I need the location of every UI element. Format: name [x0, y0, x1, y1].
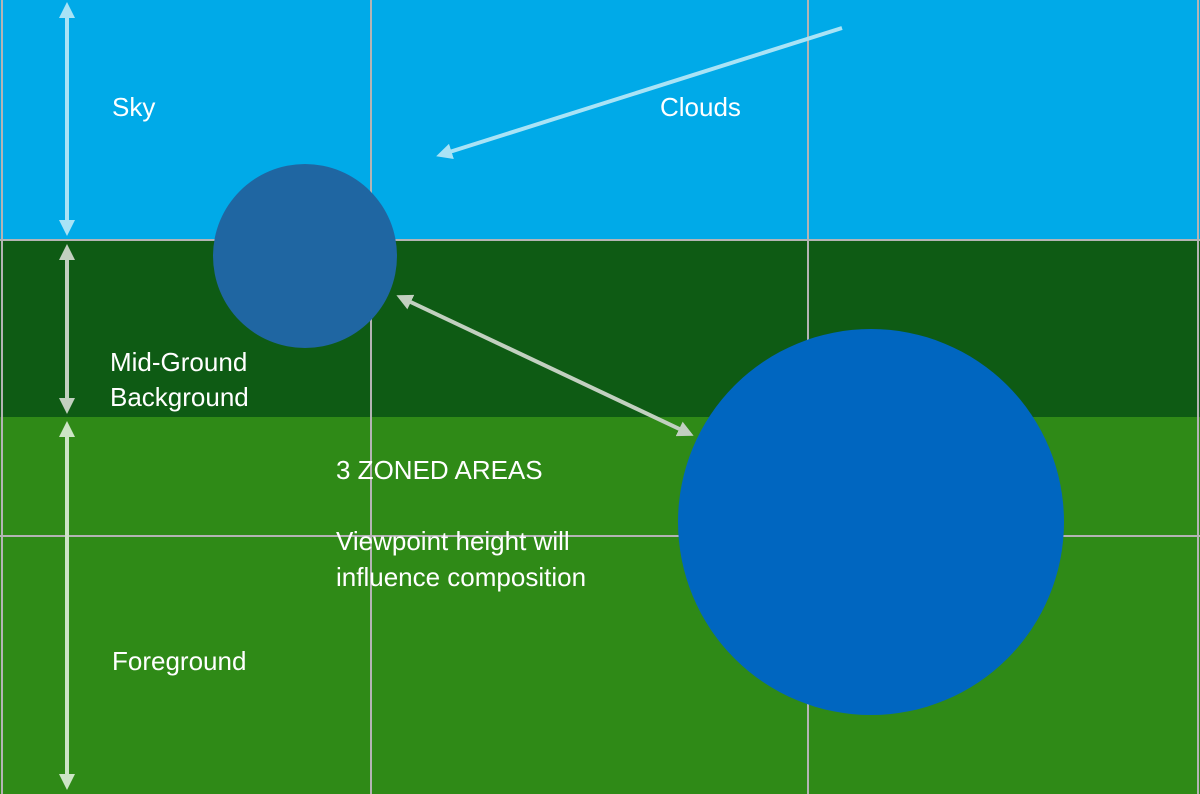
- large-circle: [678, 329, 1064, 715]
- viewpoint-note-line2: influence composition: [336, 562, 587, 592]
- mid-ground-label-line2: Background: [110, 382, 249, 412]
- viewpoint-note-line1: Viewpoint height will: [336, 526, 570, 556]
- sky-label: Sky: [112, 92, 156, 122]
- small-circle: [213, 164, 397, 348]
- zoned-areas-heading: 3 ZONED AREAS: [336, 455, 543, 485]
- sky-zone: [0, 0, 1200, 240]
- mid-ground-label-line1: Mid-Ground: [110, 347, 248, 377]
- clouds-label: Clouds: [660, 92, 741, 122]
- foreground-label: Foreground: [112, 646, 247, 676]
- circle-relation-arrow: [396, 294, 694, 437]
- clouds-arrow: [436, 26, 843, 160]
